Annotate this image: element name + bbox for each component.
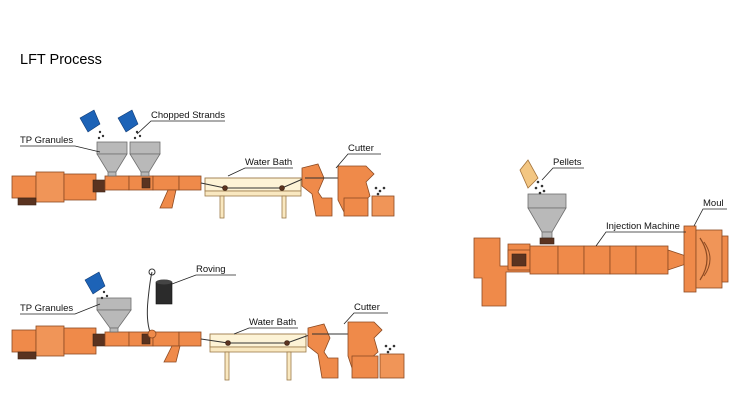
line2-hopper-granules <box>96 297 132 333</box>
injection-hopper <box>527 193 567 245</box>
line1-water-bath <box>200 177 306 219</box>
line2-water-bath-label: Water Bath <box>249 317 296 328</box>
pellets-bag-icon <box>519 159 546 195</box>
line1-tp-granules-label: TP Granules <box>20 135 73 146</box>
diagram-title: LFT Process <box>20 52 102 68</box>
line1-granule-bag-icon <box>79 109 105 140</box>
line2-roving-label: Roving <box>196 264 226 275</box>
line2-water-bath <box>200 333 313 381</box>
line1-hopper-granules <box>96 141 128 177</box>
mould-unit <box>683 225 729 293</box>
line2-roving-spool <box>146 268 173 339</box>
line1-motor <box>11 171 106 206</box>
line2-cutter-unit <box>307 321 405 379</box>
injection-machine-label: Injection Machine <box>606 221 680 232</box>
injection-machine-barrel <box>529 245 687 275</box>
line2-extrusion-line: TP Granules Roving Water Bath Cutter <box>11 264 405 381</box>
line1-strand-bag-icon <box>117 109 142 140</box>
line1-chopped-strands-label: Chopped Strands <box>151 110 225 121</box>
injection-machine-base <box>473 237 531 307</box>
injection-machine-unit: Pellets Injection Machine Moul <box>473 157 729 307</box>
line2-granule-bag-icon <box>84 271 109 300</box>
line1-hopper-strands <box>129 141 161 177</box>
line1-extrusion-line: TP Granules Chopped Strands Water Bath C… <box>11 109 395 219</box>
line1-cutter-unit <box>301 163 395 217</box>
line1-extruder-barrel <box>104 175 202 209</box>
line2-motor <box>11 325 106 360</box>
mould-label: Moul <box>703 198 724 209</box>
line2-cutter-label: Cutter <box>354 302 380 313</box>
line1-water-bath-label: Water Bath <box>245 157 292 168</box>
line1-cutter-label: Cutter <box>348 143 374 154</box>
pellets-label: Pellets <box>553 157 582 168</box>
line2-extruder-barrel <box>104 331 202 363</box>
line2-tp-granules-label: TP Granules <box>20 303 73 314</box>
